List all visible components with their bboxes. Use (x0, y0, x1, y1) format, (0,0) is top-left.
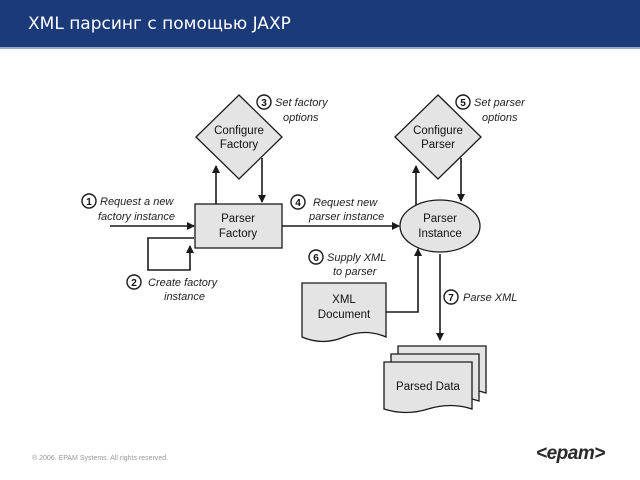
step-5-label-line1: Set parser (474, 97, 526, 109)
step-1-label-line1: Request a new (100, 196, 174, 208)
xml-document-shape: XML Document (301, 282, 387, 343)
configure-factory-line2: Factory (220, 139, 259, 151)
parser-instance-line1: Parser (423, 213, 457, 225)
step-5-marker: 5 (455, 94, 471, 110)
step-5-label-line2: options (482, 112, 518, 124)
parser-instance-line2: Instance (418, 228, 461, 240)
step-7-label-line1: Parse XML (463, 292, 517, 304)
parser-factory-box: Parser Factory (194, 203, 283, 249)
configure-factory-diamond: Configure Factory (195, 94, 283, 180)
xml-document-line2: Document (318, 309, 371, 321)
parsed-data-stack (383, 345, 487, 414)
step-3-marker: 3 (256, 94, 272, 110)
step-2-number: 2 (131, 278, 137, 289)
epam-logo: <epam> (536, 443, 605, 464)
step-6-label-line2: to parser (333, 266, 378, 278)
step-4-label-line2: parser instance (308, 211, 384, 223)
step-3-number: 3 (261, 98, 267, 109)
configure-parser-diamond: Configure Parser (394, 94, 482, 180)
step-6-marker: 6 (308, 249, 324, 265)
step-7-marker: 7 (443, 289, 459, 305)
configure-parser-line1: Configure (413, 125, 463, 137)
step-6-label-line1: Supply XML (327, 252, 386, 264)
step-5-number: 5 (460, 98, 466, 109)
step-2-label-line1: Create factory (148, 277, 219, 289)
parsed-data-label: Parsed Data (396, 381, 461, 393)
title-bar: XML парсинг с помощью JAXP (0, 0, 640, 49)
step-4-marker: 4 (290, 194, 306, 210)
configure-factory-line1: Configure (214, 125, 264, 137)
step-2-label-line2: instance (164, 291, 205, 303)
step-4-label-line1: Request new (313, 197, 378, 209)
step-6-number: 6 (313, 253, 319, 264)
arrow-create-factory (147, 237, 194, 271)
step-3-label-line2: options (283, 112, 319, 124)
step-3-label-line1: Set factory (275, 97, 329, 109)
step-1-label-line2: factory instance (98, 211, 175, 223)
step-4-number: 4 (295, 198, 301, 209)
title-underline (0, 47, 640, 49)
parser-factory-line2: Factory (219, 228, 258, 240)
parser-factory-line1: Parser (221, 213, 255, 225)
step-7-number: 7 (448, 293, 454, 304)
step-1-marker: 1 (81, 193, 97, 209)
connector-arrows (110, 158, 465, 341)
parser-instance-ellipse: Parser Instance (399, 199, 481, 253)
step-1-number: 1 (86, 197, 92, 208)
arrow-document-to-instance (386, 248, 422, 313)
page-title: XML парсинг с помощью JAXP (28, 14, 291, 34)
xml-document-line1: XML (332, 294, 356, 306)
configure-parser-line2: Parser (421, 139, 455, 151)
copyright-footer: ® 2006. EPAM Systems. All rights reserve… (32, 455, 169, 462)
step-2-marker: 2 (126, 274, 142, 290)
